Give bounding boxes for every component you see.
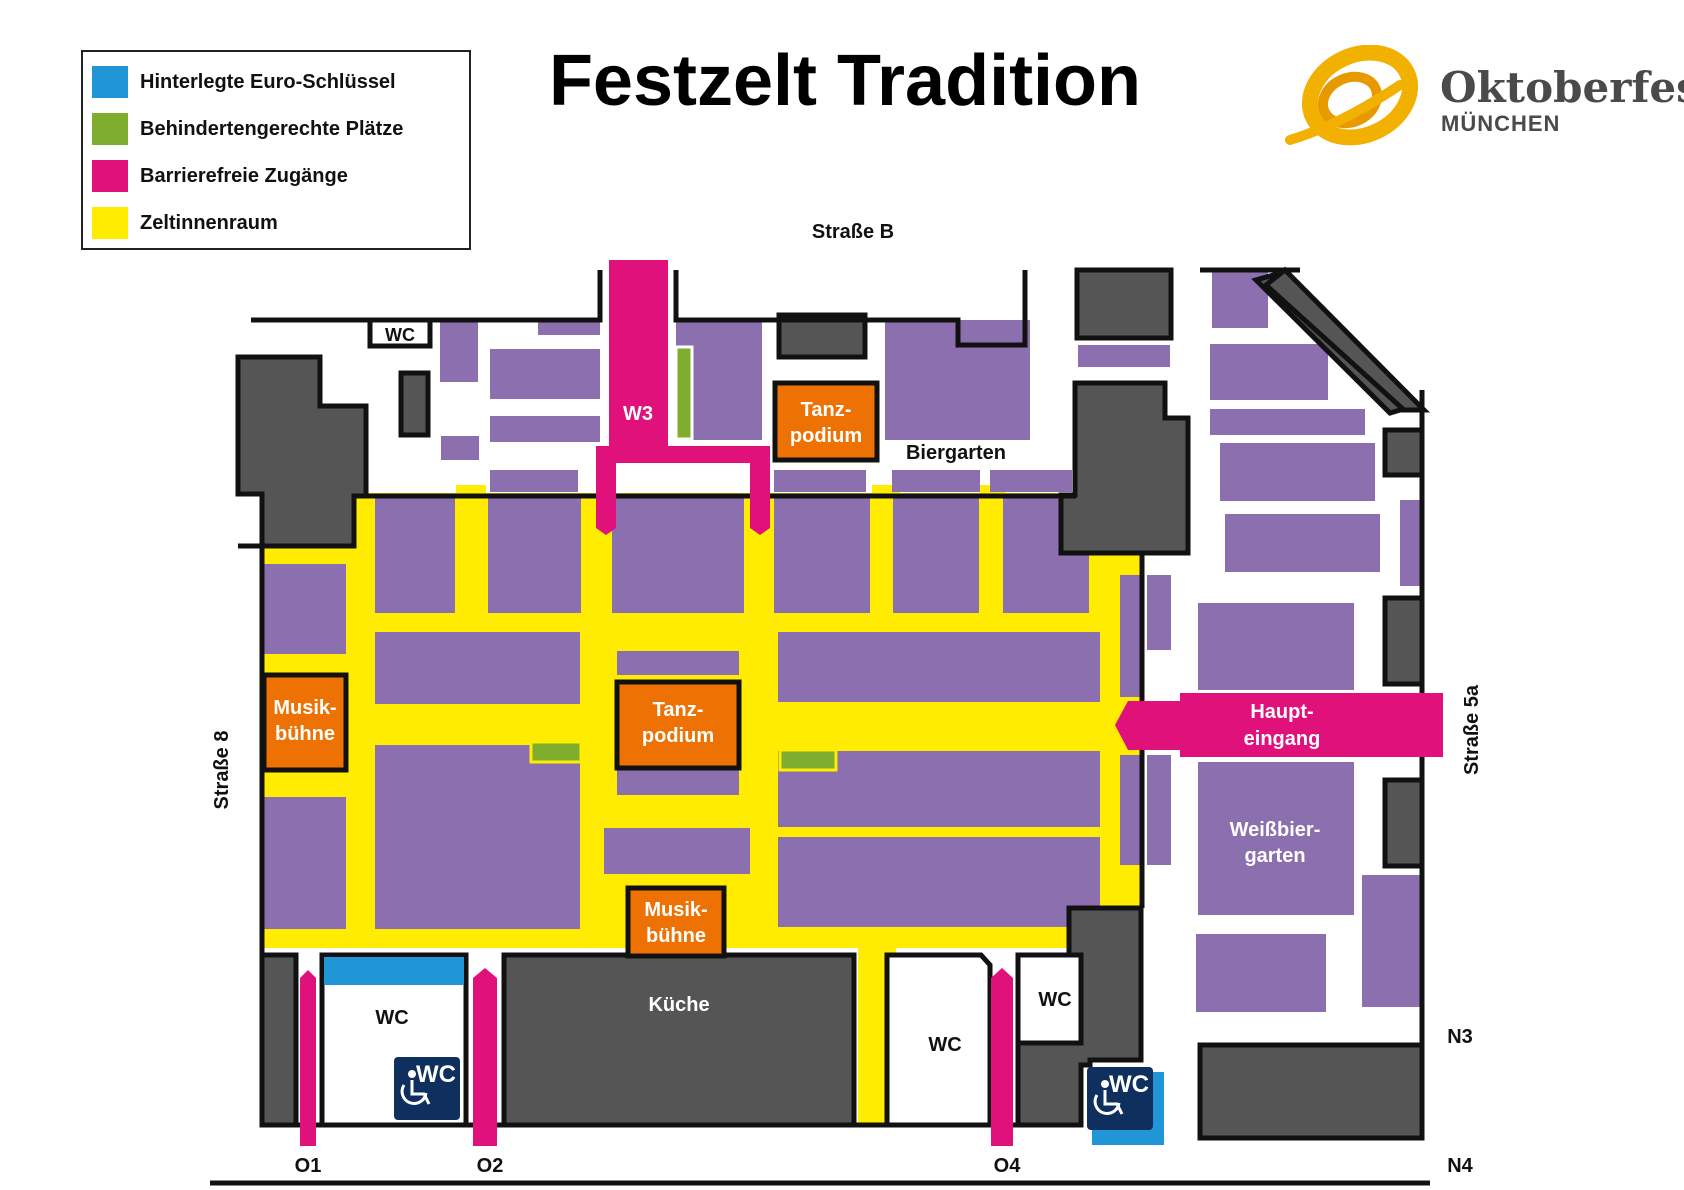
map-labels: Straße B Straße 8 Straße 5a W3 Tanz- pod…: [211, 221, 1483, 1177]
w3-label: W3: [623, 403, 653, 425]
wheelchair-wc-icon: WC: [1087, 1067, 1153, 1130]
exit-o4: O4: [994, 1155, 1022, 1177]
legend-item-tent-interior: Zeltinnenraum: [92, 207, 278, 239]
legend: Hinterlegte Euro-Schlüssel Behindertenge…: [81, 50, 471, 250]
legend-label: Zeltinnenraum: [140, 211, 278, 234]
stages: [261, 380, 880, 959]
buildings: [235, 267, 1426, 1141]
logo-word: Oktoberfest: [1440, 63, 1684, 112]
legend-swatch: [92, 66, 128, 98]
biergarten-label: Biergarten: [906, 442, 1006, 464]
page-title: Festzelt Tradition: [548, 41, 1142, 121]
tanzpodium-center-l2: podium: [642, 725, 714, 747]
musikbuehne-left-l2: bühne: [275, 723, 335, 745]
haupteingang-l2: eingang: [1244, 728, 1321, 750]
street-north: Straße B: [812, 221, 894, 243]
logo-city: MÜNCHEN: [1441, 111, 1561, 136]
wc-label-middle: WC: [928, 1034, 961, 1056]
oktoberfest-logo: Oktoberfest MÜNCHEN: [1280, 44, 1684, 155]
tanzpodium-top-l1: Tanz-: [801, 399, 852, 421]
legend-label: Hinterlegte Euro-Schlüssel: [140, 70, 396, 93]
legend-item-barrier-free-access: Barrierefreie Zugänge: [92, 160, 348, 192]
tanzpodium-center-l1: Tanz-: [653, 699, 704, 721]
weissbiergarten-l2: garten: [1244, 845, 1305, 867]
street-east: Straße 5a: [1461, 684, 1483, 775]
euro-key-bar: [324, 957, 464, 985]
legend-label: Behindertengerechte Plätze: [140, 117, 404, 140]
legend-item-euro-key: Hinterlegte Euro-Schlüssel: [92, 66, 396, 98]
legend-swatch: [92, 160, 128, 192]
musikbuehne-left-l1: Musik-: [273, 697, 336, 719]
seating-blocks: [264, 272, 1422, 1012]
haupteingang-l1: Haupt-: [1250, 701, 1313, 723]
tanzpodium-top-l2: podium: [790, 425, 862, 447]
tent-outline: [210, 267, 1430, 1186]
kueche-label: Küche: [648, 994, 709, 1016]
exit-o1: O1: [295, 1155, 322, 1177]
legend-swatch: [92, 113, 128, 145]
pretzel-logo-icon: [1285, 44, 1419, 146]
legend-swatch: [92, 207, 128, 239]
building-diagonal: [1262, 266, 1431, 413]
street-west: Straße 8: [211, 731, 233, 810]
exit-n3: N3: [1447, 1026, 1473, 1048]
weissbiergarten-l1: Weißbier-: [1230, 819, 1321, 841]
legend-label: Barrierefreie Zugänge: [140, 164, 348, 187]
musikbuehne-bottom-l1: Musik-: [644, 899, 707, 921]
accessible-entrances: [300, 260, 1443, 1146]
exit-o2: O2: [477, 1155, 504, 1177]
exit-n4: N4: [1447, 1155, 1473, 1177]
musikbuehne-bottom-l2: bühne: [646, 925, 706, 947]
accessible-seats: [529, 345, 838, 772]
svg-text:WC: WC: [1109, 1071, 1149, 1098]
wc-label-right: WC: [1038, 989, 1071, 1011]
legend-item-accessible-seats: Behindertengerechte Plätze: [92, 113, 403, 145]
wheelchair-wc-icon: WC: [394, 1057, 460, 1120]
wc-label-left: WC: [375, 1007, 408, 1029]
wc-label-top: WC: [385, 325, 415, 345]
svg-text:WC: WC: [416, 1061, 456, 1088]
